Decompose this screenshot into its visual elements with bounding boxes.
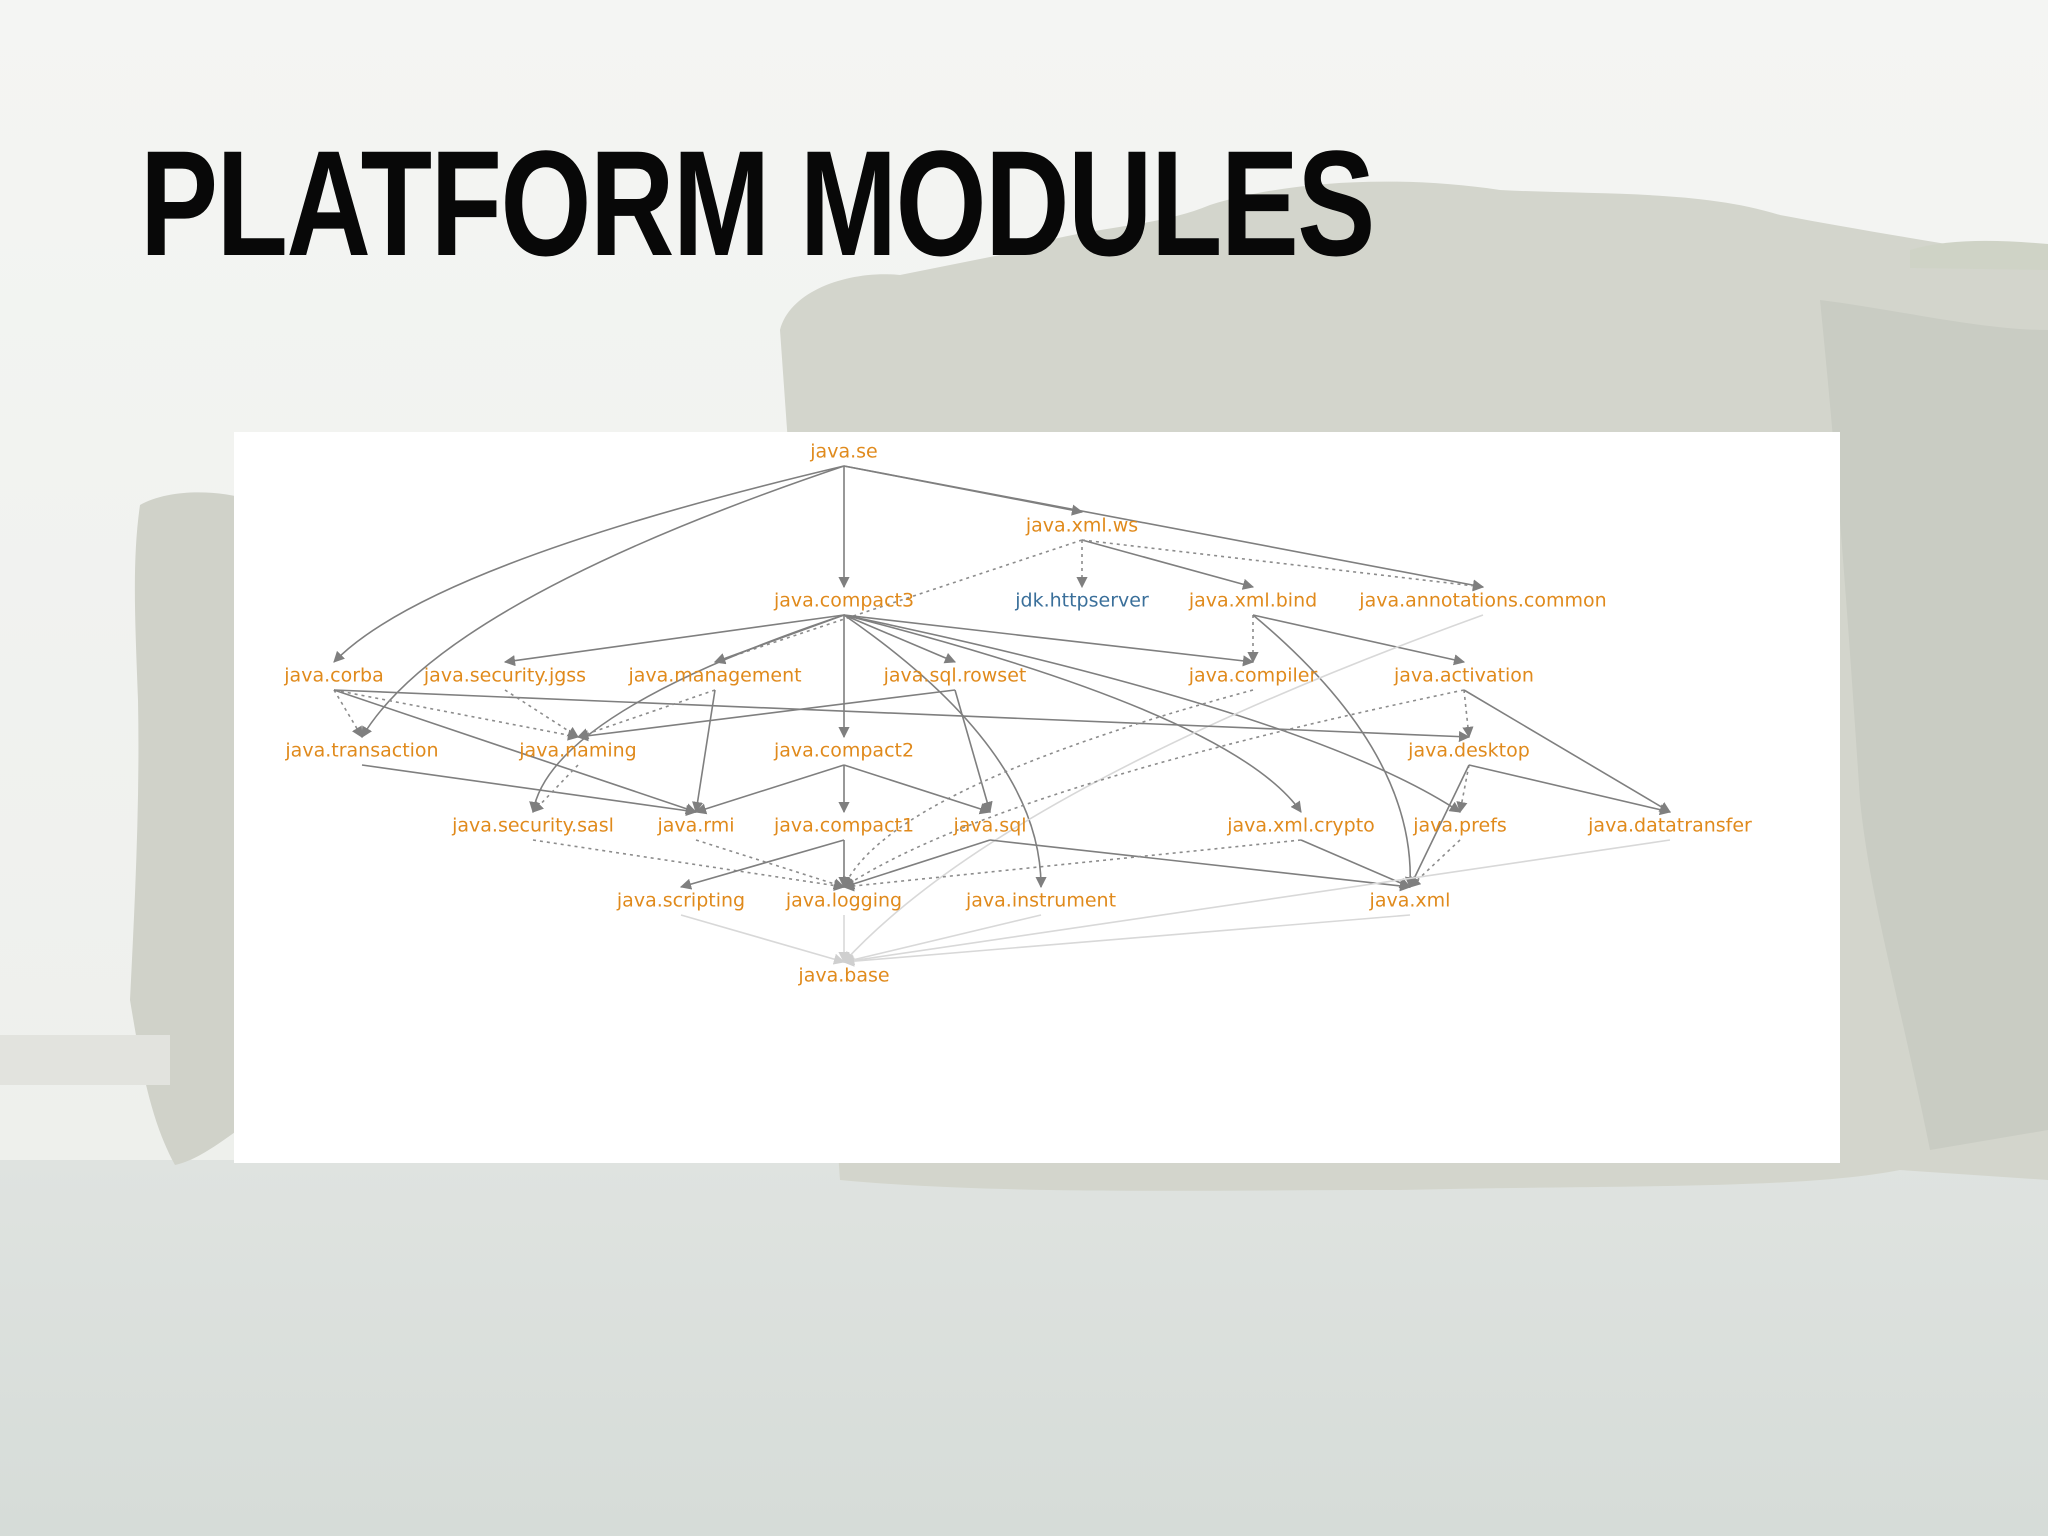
edge-java-sql-to-java-logging bbox=[842, 839, 991, 890]
edge-java-compiler-to-java-logging bbox=[843, 689, 1254, 889]
edge-java-activation-to-java-desktop bbox=[1462, 689, 1474, 739]
node-java-instrument: java.instrument bbox=[965, 890, 1116, 912]
edge-java-sql-rowset-to-java-sql bbox=[954, 689, 993, 814]
edge-java-compact2-to-java-rmi bbox=[694, 764, 845, 815]
edge-java-prefs-to-java-xml bbox=[1409, 839, 1461, 888]
left-cliff bbox=[130, 492, 252, 1165]
edge-java-se-to-java-transaction bbox=[361, 465, 845, 738]
node-java-corba: java.corba bbox=[283, 665, 383, 687]
edge-java-compact3-to-java-instrument bbox=[843, 614, 1047, 889]
node-jdk-httpserver: jdk.httpserver bbox=[1014, 590, 1149, 612]
edge-java-corba-to-java-desktop bbox=[333, 689, 1471, 743]
edge-java-activation-to-java-logging bbox=[843, 689, 1465, 888]
edge-java-xml-crypto-to-java-logging bbox=[842, 839, 1302, 892]
edge-java-compact3-to-java-security-jgss bbox=[503, 614, 845, 667]
node-java-transaction: java.transaction bbox=[284, 740, 438, 762]
edge-java-compact3-to-java-prefs bbox=[843, 614, 1461, 813]
edge-java-compact1-to-java-scripting bbox=[679, 839, 845, 890]
edge-java-compact3-to-java-security-sasl bbox=[529, 614, 845, 814]
edge-java-xml-to-java-base bbox=[842, 914, 1411, 967]
edge-java-scripting-to-java-base bbox=[680, 914, 846, 965]
node-java-xml-bind: java.xml.bind bbox=[1188, 590, 1317, 612]
edge-java-instrument-to-java-base bbox=[842, 914, 1042, 966]
node-java-sql: java.sql bbox=[952, 815, 1026, 837]
edge-java-sql-rowset-to-java-naming bbox=[576, 689, 956, 742]
edge-java-management-to-java-rmi bbox=[692, 689, 716, 814]
node-java-se: java.se bbox=[809, 441, 877, 463]
nodes: java.se java.xml.ws java.compact3 jdk.https… bbox=[283, 441, 1752, 987]
edge-java-se-to-java-annotations-common bbox=[843, 465, 1485, 591]
node-java-logging: java.logging bbox=[785, 890, 902, 912]
edge-java-xml-ws-to-java-xml-bind bbox=[1081, 539, 1255, 590]
edge-java-annotations-common-to-java-base bbox=[843, 614, 1484, 963]
node-java-security-sasl: java.security.sasl bbox=[451, 815, 614, 837]
node-java-rmi: java.rmi bbox=[656, 815, 734, 837]
node-java-compact2: java.compact2 bbox=[773, 740, 914, 762]
edge-java-xml-ws-to-java-management bbox=[713, 539, 1083, 665]
edge-java-xml-bind-to-java-activation bbox=[1252, 614, 1466, 666]
node-java-xml-ws: java.xml.ws bbox=[1025, 515, 1138, 537]
node-java-base: java.base bbox=[797, 965, 889, 987]
shore-buildings bbox=[0, 1035, 170, 1085]
edge-java-activation-to-java-datatransfer bbox=[1463, 689, 1671, 813]
edge-java-datatransfer-to-java-base bbox=[842, 839, 1671, 967]
edge-java-management-to-java-naming bbox=[576, 689, 716, 740]
edge-java-xml-ws-to-java-annotations-common bbox=[1081, 539, 1485, 592]
edge-java-compact3-to-java-compiler bbox=[843, 614, 1255, 667]
node-java-compact3: java.compact3 bbox=[773, 590, 914, 612]
module-graph-panel: java.se java.xml.ws java.compact3 jdk.https… bbox=[234, 432, 1840, 1163]
node-java-security-jgss: java.security.jgss bbox=[423, 665, 586, 687]
node-java-xml: java.xml bbox=[1369, 890, 1451, 912]
edge-java-rmi-to-java-logging bbox=[695, 839, 846, 890]
slide-title: Platform Modules bbox=[140, 119, 1375, 287]
edges bbox=[333, 465, 1672, 967]
edge-java-xml-crypto-to-java-xml bbox=[1300, 839, 1412, 889]
edge-java-compact3-to-java-xml-crypto bbox=[843, 614, 1302, 813]
node-java-xml-crypto: java.xml.crypto bbox=[1226, 815, 1375, 837]
edge-java-desktop-to-java-prefs bbox=[1456, 764, 1470, 814]
node-java-management: java.management bbox=[627, 665, 801, 687]
node-java-activation: java.activation bbox=[1393, 665, 1534, 687]
node-java-compiler: java.compiler bbox=[1188, 665, 1318, 687]
edge-java-sql-to-java-xml bbox=[989, 839, 1412, 892]
node-java-naming: java.naming bbox=[518, 740, 636, 762]
node-java-datatransfer: java.datatransfer bbox=[1587, 815, 1752, 837]
edge-java-security-jgss-to-java-naming bbox=[504, 689, 579, 738]
edge-java-compact3-to-java-sql-rowset bbox=[843, 614, 957, 664]
edge-java-xml-bind-to-java-xml bbox=[1252, 614, 1417, 889]
node-java-desktop: java.desktop bbox=[1407, 740, 1530, 762]
node-java-scripting: java.scripting bbox=[616, 890, 745, 912]
right-cliff-shade bbox=[1820, 300, 2048, 1150]
edge-java-security-sasl-to-java-logging bbox=[532, 839, 846, 892]
edge-java-corba-to-java-naming bbox=[333, 689, 580, 741]
node-java-prefs: java.prefs bbox=[1412, 815, 1507, 837]
module-dependency-graph: java.se java.xml.ws java.compact3 jdk.https… bbox=[283, 441, 1752, 987]
edge-java-compact2-to-java-sql bbox=[843, 764, 992, 815]
node-java-annotations-common: java.annotations.common bbox=[1358, 590, 1606, 612]
node-java-sql-rowset: java.sql.rowset bbox=[883, 665, 1027, 687]
edge-java-transaction-to-java-rmi bbox=[361, 764, 698, 817]
edge-java-desktop-to-java-xml bbox=[1409, 764, 1470, 889]
edge-java-corba-to-java-rmi bbox=[333, 689, 698, 815]
edge-java-se-to-java-corba bbox=[333, 465, 845, 663]
node-java-compact1: java.compact1 bbox=[773, 815, 914, 837]
edge-java-naming-to-java-security-sasl bbox=[532, 764, 579, 813]
treeline bbox=[1910, 240, 2048, 270]
sea bbox=[0, 1160, 2048, 1536]
edge-java-corba-to-java-transaction bbox=[333, 689, 363, 738]
edge-java-desktop-to-java-datatransfer bbox=[1468, 764, 1672, 816]
